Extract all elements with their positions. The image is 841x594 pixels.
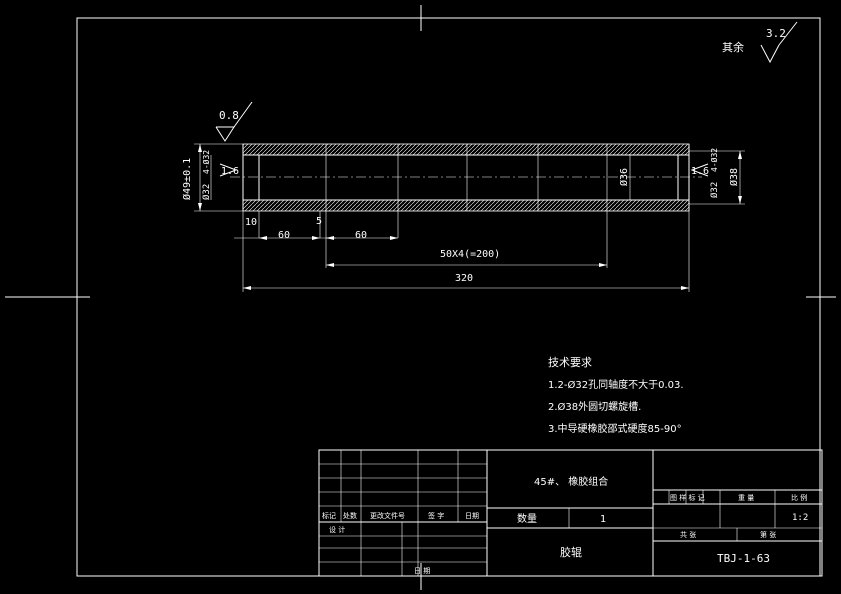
tb-hdr-doc: 更改文件号	[370, 511, 405, 520]
dim-outer-dia: Ø49±0.1	[181, 158, 193, 200]
dim-60b: 60	[355, 230, 367, 241]
tb-design: 设 计	[329, 525, 345, 534]
tb-drawing-no: TBJ-1-63	[717, 552, 770, 565]
tb-date: 日 期	[414, 567, 430, 575]
tb-hdr-date: 日期	[465, 512, 479, 520]
dim-10: 10	[245, 217, 257, 228]
roughness-symbol-bore	[219, 163, 709, 177]
centering-marks	[5, 5, 836, 590]
tb-sheet: 第 张	[760, 530, 776, 539]
tb-hdr-sign: 签 字	[428, 511, 444, 520]
dimension-arrows	[198, 144, 742, 290]
dim-320: 320	[455, 273, 473, 284]
dim-left-gauge: 4-Ø32	[201, 150, 211, 174]
tb-col-scale: 比 例	[791, 493, 807, 502]
tb-qty-label: 数量	[517, 512, 537, 525]
roughness-left-value: 0.8	[219, 109, 239, 122]
tb-hdr-mark: 标记	[322, 511, 336, 520]
roughness-symbol-rest	[760, 21, 798, 64]
roughness-rest-value: 3.2	[766, 27, 786, 40]
roller-body	[230, 143, 702, 212]
dim-5: 5	[316, 216, 322, 227]
tech-title: 技术要求	[548, 356, 592, 369]
dim-60a: 60	[278, 230, 290, 241]
dim-right-gauge: 4-Ø32	[709, 148, 719, 172]
dim-mid-dia: Ø36	[618, 168, 630, 186]
dim-50x4: 50X4(=200)	[440, 249, 500, 260]
roughness-bore-right: 1.6	[691, 166, 709, 177]
tech-item-2: 2.Ø38外圆切螺旋槽.	[548, 400, 641, 413]
roughness-bore-left: 1.6	[221, 166, 239, 177]
roughness-rest-label: 其余	[722, 40, 744, 54]
roughness-symbol-left	[215, 101, 253, 142]
dim-right-dia: Ø38	[728, 168, 740, 186]
tb-part-name: 胶辊	[560, 545, 582, 559]
tb-material: 45#、 橡胶组合	[534, 475, 608, 488]
tech-item-1: 1.2-Ø32孔同轴度不大于0.03.	[548, 378, 684, 391]
tech-item-3: 3.中导硬橡胶邵式硬度85-90°	[548, 422, 682, 435]
tb-hdr-count: 处数	[343, 511, 357, 520]
tb-total: 共 张	[680, 530, 696, 539]
title-block-grid	[318, 449, 823, 577]
dim-inner-left: Ø32	[201, 184, 212, 200]
tb-qty-value: 1	[600, 514, 606, 525]
tb-scale-value: 1:2	[792, 513, 808, 523]
dimension-lines	[194, 143, 745, 292]
dim-inner-right: Ø32	[709, 182, 720, 198]
tb-col-weight: 重 量	[738, 494, 754, 502]
tb-col-stage: 图 样 标 记	[670, 493, 705, 502]
